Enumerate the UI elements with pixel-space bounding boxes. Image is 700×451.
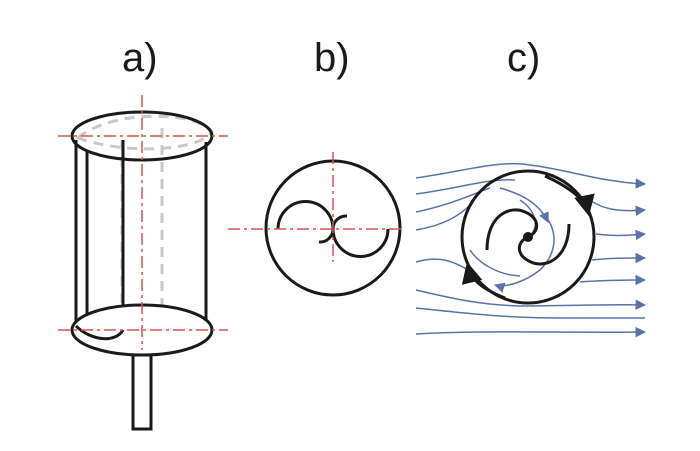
rotor-outline-c (460, 169, 596, 305)
panel-label-c: c) (507, 36, 541, 80)
panel-label-b: b) (314, 36, 350, 80)
panel-a-rotor-3d (58, 95, 228, 431)
blade-upper-c (485, 208, 539, 251)
streamlines (415, 162, 647, 338)
blade-lower-c (517, 223, 571, 266)
panel-label-a: a) (122, 36, 158, 80)
rotation-arrow-top (544, 174, 595, 217)
panel-c-flow-field (415, 162, 647, 338)
rotor-shaft (131, 353, 153, 431)
blade-left-b (276, 200, 348, 230)
rotor-hub (523, 232, 533, 242)
rotation-arrow-bottom (461, 261, 506, 300)
centerlines-b (228, 152, 402, 262)
centerlines-a (58, 95, 228, 350)
panel-b-top-view (228, 152, 402, 297)
blade-right-b (318, 228, 390, 258)
hidden-lines (75, 114, 214, 325)
